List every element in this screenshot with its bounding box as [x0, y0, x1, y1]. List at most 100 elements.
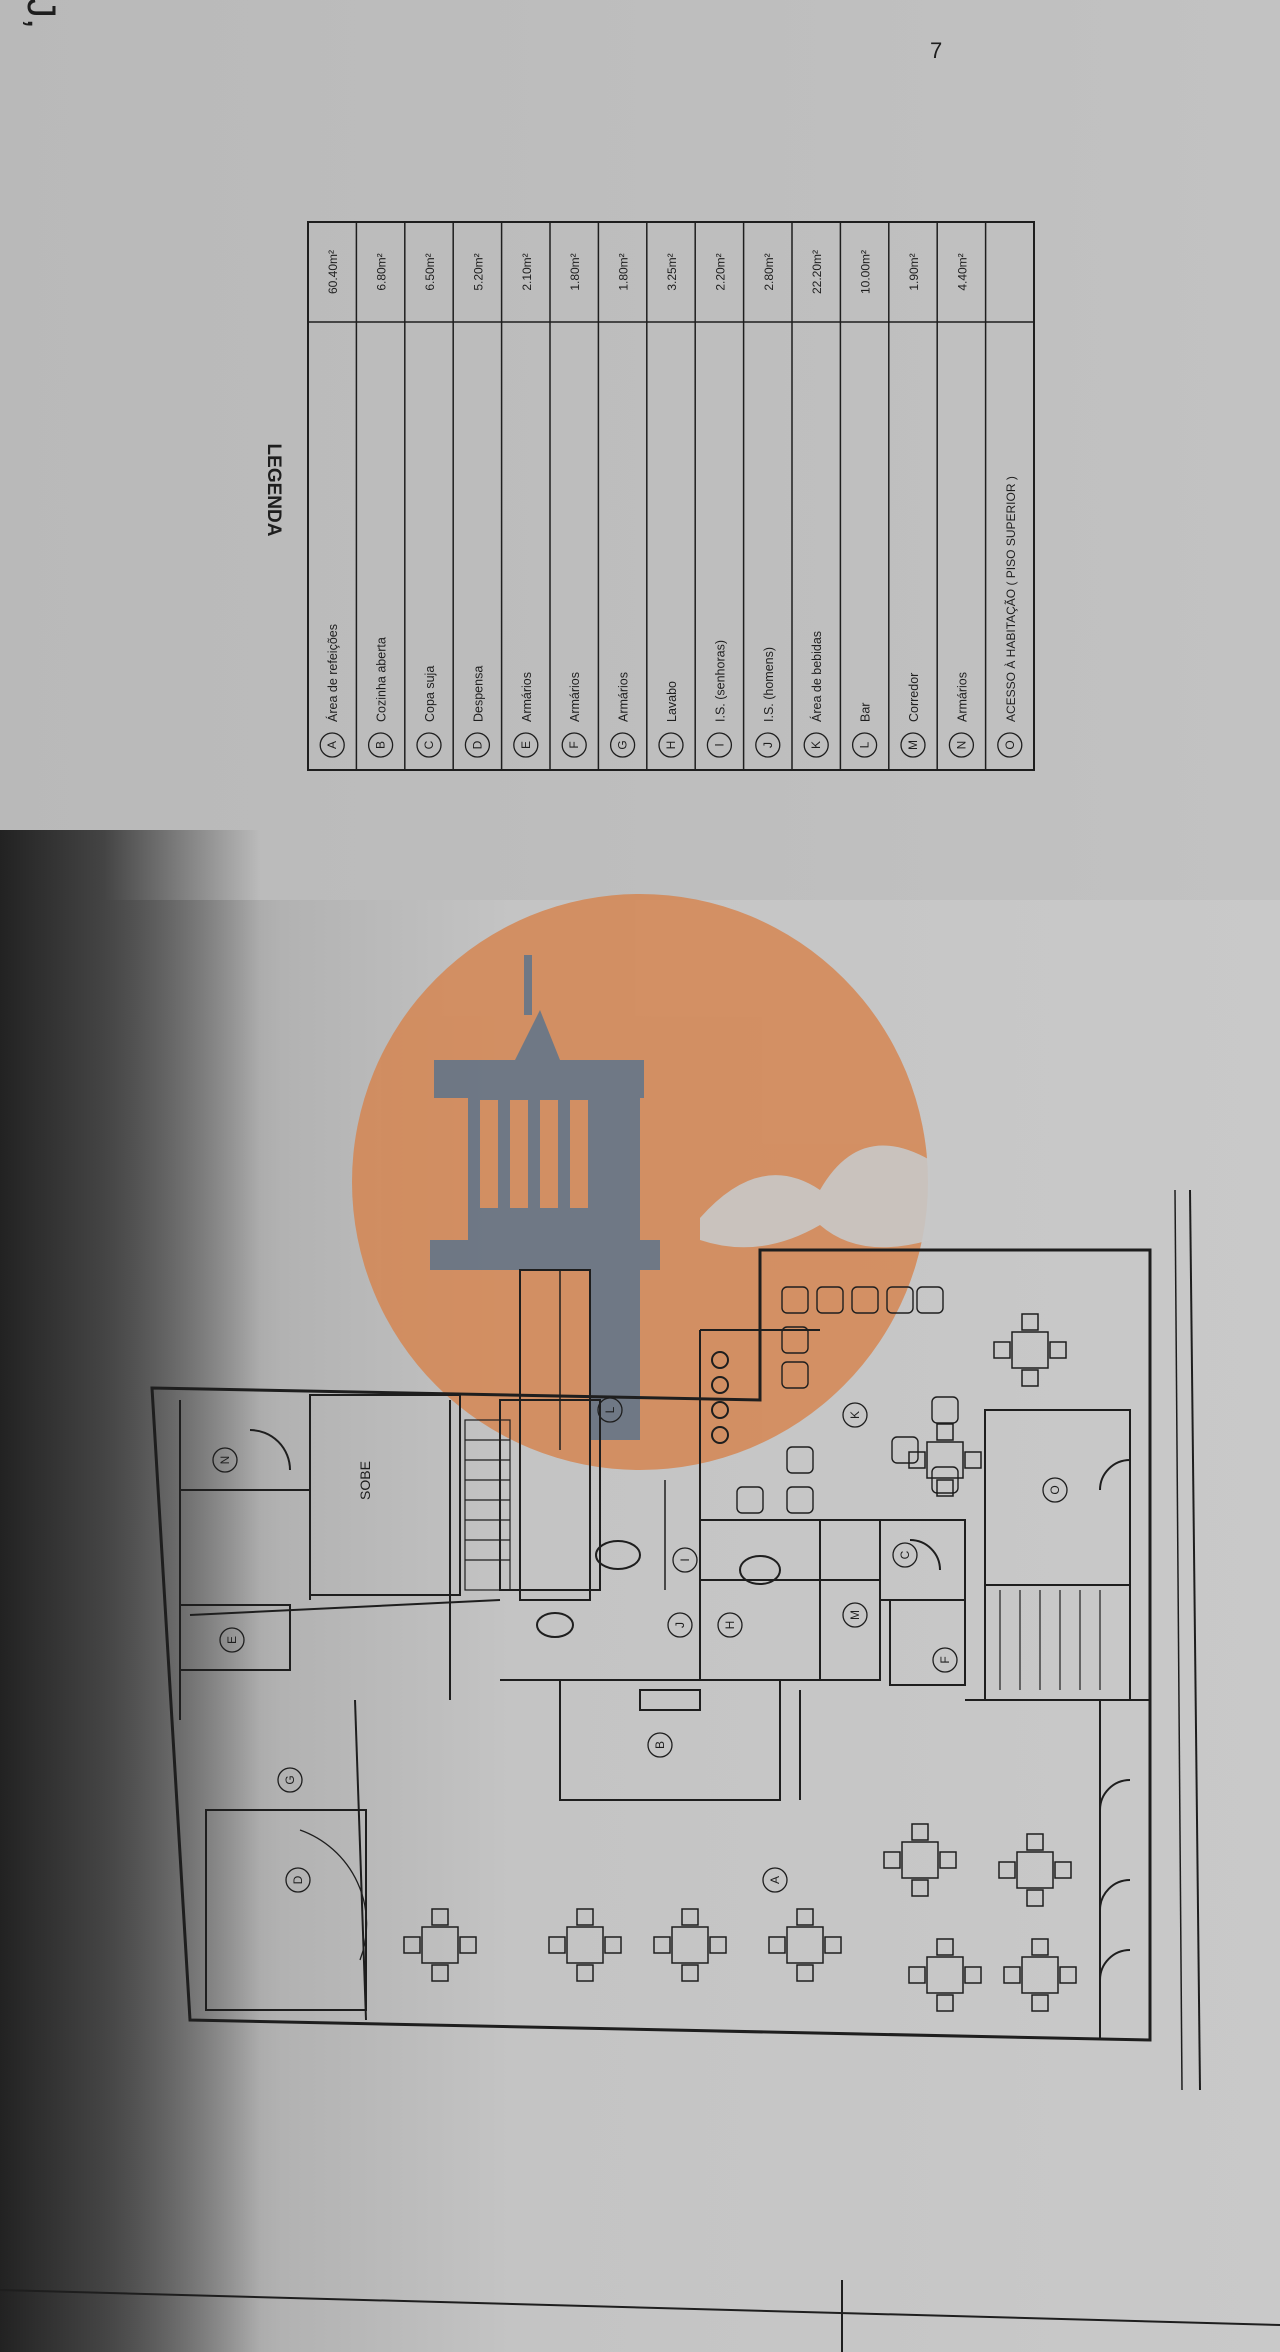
chair-icon [1031, 1994, 1049, 2012]
legend-letter: F [567, 741, 581, 748]
legend-room-area: 60.40m² [326, 250, 340, 294]
room-marker-letter: O [1048, 1485, 1062, 1494]
room-marker-letter: E [225, 1636, 239, 1644]
room-b-kitchen [559, 1679, 781, 1801]
chair-icon [936, 1938, 954, 1956]
legend-room-area: 6.50m² [423, 253, 437, 290]
outer-wall [150, 1248, 1152, 2042]
legend-room-area: 3.25m² [665, 253, 679, 290]
lounge-chair-icon [931, 1396, 959, 1424]
legend-letter-badge [609, 732, 636, 758]
dining-table-icon [1021, 1956, 1059, 1994]
legend-room-name: Área de bebidas [809, 631, 824, 722]
sink-icon [739, 1555, 781, 1585]
chair-icon [403, 1936, 421, 1954]
room-marker-letter: C [898, 1550, 912, 1559]
toilet-icon [536, 1612, 574, 1638]
chair-icon [936, 1479, 954, 1497]
dining-table-icon [1016, 1851, 1054, 1889]
chair-icon [964, 1451, 982, 1469]
legend-letter: N [954, 741, 968, 750]
legend-letter-badge [755, 732, 781, 758]
room-marker [842, 1402, 868, 1428]
chair-icon [936, 1994, 954, 2012]
room-marker [647, 1732, 673, 1758]
room-marker-letter: I [678, 1558, 692, 1561]
room-e [179, 1604, 291, 1671]
chair-icon [1049, 1341, 1067, 1359]
legend-letter-badge [464, 732, 491, 758]
legend-letter-badge [658, 732, 684, 758]
room-marker [212, 1447, 238, 1473]
legend-letter-badge [948, 732, 975, 758]
room-c [879, 1519, 966, 1601]
room-marker [667, 1612, 693, 1638]
room-marker-letter: A [768, 1876, 782, 1884]
legend-room-area: 6.80m² [375, 253, 389, 290]
lounge-chair-icon [886, 1286, 914, 1314]
margin-scribble: J, [19, 0, 63, 29]
dining-table-icon [926, 1956, 964, 1994]
lounge-chair-icon [816, 1286, 844, 1314]
chair-icon [604, 1936, 622, 1954]
legend-letter-badge [319, 732, 345, 758]
room-marker-letter: J [673, 1622, 687, 1628]
chair-icon [936, 1423, 954, 1441]
legend-letter: J [761, 742, 775, 748]
lounge-chair-icon [851, 1286, 879, 1314]
legend-letter-badge [416, 732, 442, 758]
legend-room-name: Armários [955, 672, 969, 722]
door-swing-icon [299, 1829, 368, 1961]
dining-table-icon [1011, 1331, 1049, 1369]
chair-icon [796, 1964, 814, 1982]
corner-mark: 7 [930, 38, 942, 63]
kitchen-counter [639, 1689, 701, 1711]
legend-room-area: 22.20m² [810, 250, 824, 294]
dining-table-icon [926, 1441, 964, 1479]
chair-icon [548, 1936, 566, 1954]
legend-room-name: Corredor [907, 673, 921, 722]
room-o [984, 1409, 1131, 1586]
legend-letter-badge [513, 732, 539, 758]
chair-icon [1003, 1966, 1021, 1984]
chair-icon [768, 1936, 786, 1954]
legend-room-name: Armários [568, 672, 582, 722]
paper-light-area [0, 0, 1280, 900]
room-marker-letter: H [723, 1621, 737, 1630]
wall [189, 1599, 501, 1616]
legend-letter: M [906, 740, 920, 750]
legend-letter-badge [803, 732, 829, 758]
dining-table-icon [901, 1841, 939, 1879]
room-marker [892, 1542, 918, 1568]
chair-icon [431, 1908, 449, 1926]
chair-icon [1054, 1861, 1072, 1879]
room-marker [285, 1867, 311, 1893]
watermark-logo [352, 894, 930, 1470]
legend-room-name: Área de refeições [325, 624, 340, 722]
room-d [205, 1809, 367, 2011]
legend-letter: E [519, 741, 533, 749]
legend-letter-badge [997, 732, 1023, 758]
chair-icon [939, 1851, 957, 1869]
legend-letter: C [422, 740, 436, 749]
room-marker [932, 1647, 958, 1673]
legend-letter-badge [851, 732, 878, 758]
legend-room-area: 1.80m² [568, 253, 582, 290]
chair-icon [824, 1936, 842, 1954]
chair-icon [911, 1823, 929, 1841]
toilet-icon [595, 1540, 641, 1570]
legend-room-area: 1.90m² [907, 253, 921, 290]
room-marker-letter: N [218, 1456, 232, 1465]
door-swing-icon [1099, 1779, 1131, 1811]
lounge-chair-icon [786, 1446, 814, 1474]
legend-room-area: 2.10m² [520, 253, 534, 290]
legend-frame [307, 221, 1035, 771]
legend-letter: B [374, 741, 388, 749]
room-marker [717, 1612, 743, 1638]
dining-table-icon [786, 1926, 824, 1964]
chair-icon [681, 1964, 699, 1982]
room-marker-letter: L [603, 1406, 617, 1413]
chair-icon [653, 1936, 671, 1954]
chair-icon [998, 1861, 1016, 1879]
